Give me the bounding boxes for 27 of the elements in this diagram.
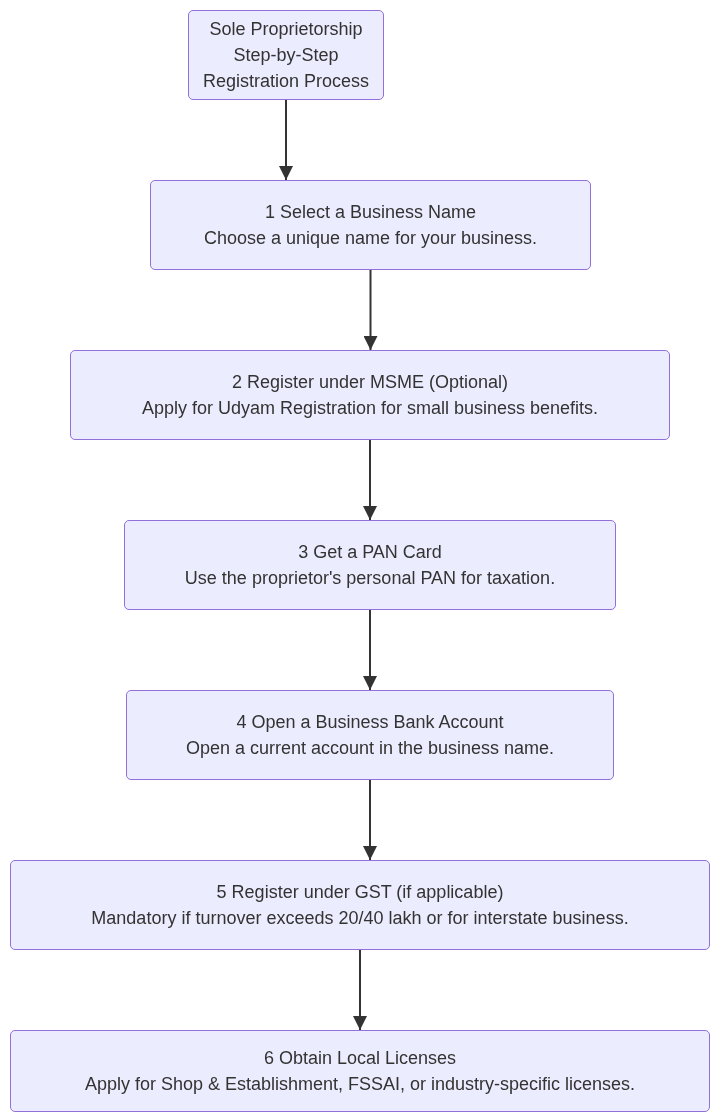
arrow <box>279 99 293 181</box>
step-description: Use the proprietor's personal PAN for taxation. <box>184 567 556 590</box>
step-description: Apply for Shop & Establishment, FSSAI, or industry-specific licenses. <box>84 1073 636 1096</box>
arrow <box>363 439 377 521</box>
step-description: Step-by-Step Registration Process <box>201 43 371 94</box>
step-description: Mandatory if turnover exceeds 20/40 lakh or for interstate business. <box>91 907 629 930</box>
step-title: 1 Select a Business Name <box>264 200 477 224</box>
process-box <box>150 180 591 270</box>
process-box <box>10 1030 710 1112</box>
process-box <box>70 350 670 440</box>
process-box <box>188 10 384 100</box>
step-description: Apply for Udyam Registration for small business benefits. <box>141 397 599 420</box>
arrow <box>353 949 367 1031</box>
step-description: Open a current account in the business name. <box>185 737 555 760</box>
process-box <box>124 520 616 610</box>
arrow <box>363 609 377 691</box>
step-title: Sole Proprietorship <box>209 17 363 41</box>
step-title: 6 Obtain Local Licenses <box>263 1046 457 1070</box>
step-title: 2 Register under MSME (Optional) <box>231 370 509 394</box>
arrow <box>363 779 377 861</box>
process-box <box>126 690 614 780</box>
step-title: 4 Open a Business Bank Account <box>236 710 504 734</box>
process-box <box>10 860 710 950</box>
arrow <box>363 269 378 351</box>
step-title: 3 Get a PAN Card <box>298 540 442 564</box>
step-description: Choose a unique name for your business. <box>203 227 538 250</box>
step-title: 5 Register under GST (if applicable) <box>216 880 504 904</box>
